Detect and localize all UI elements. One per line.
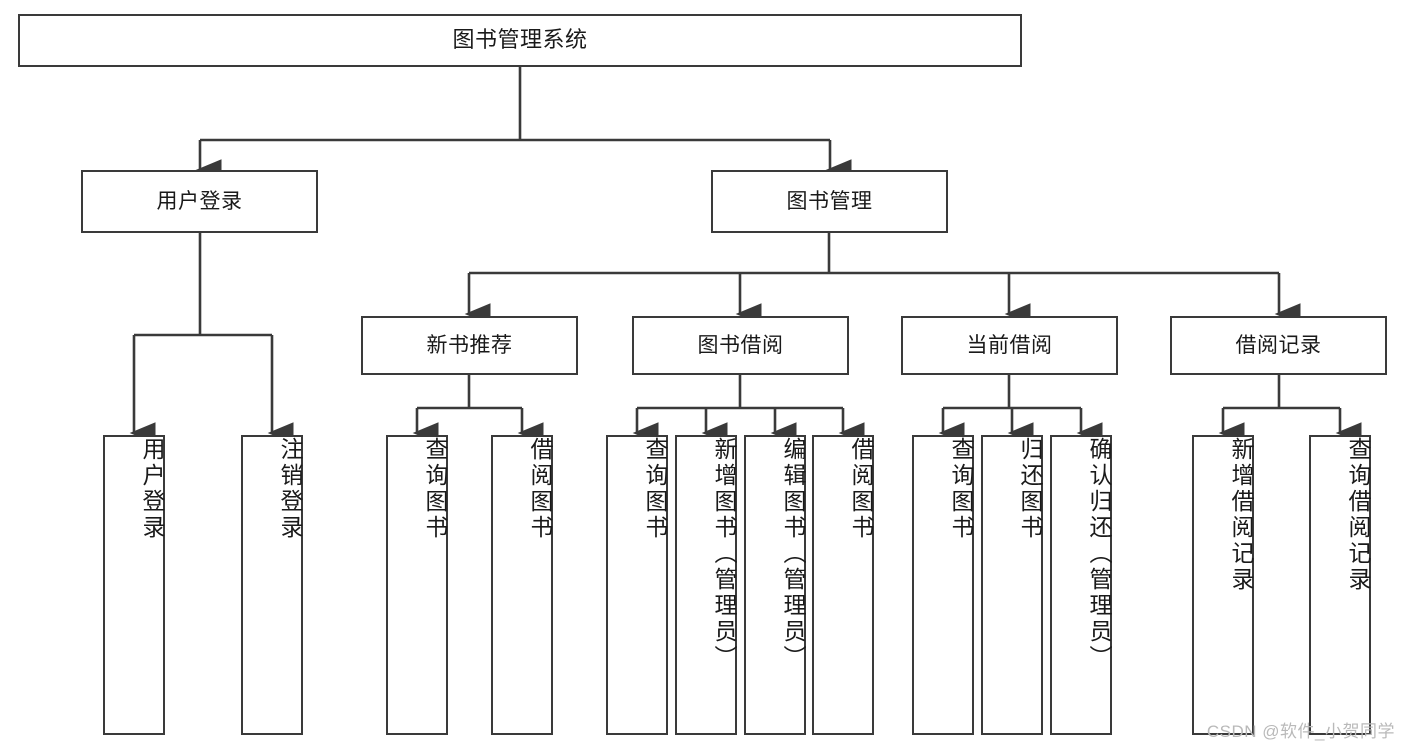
- node-label: 新增借阅记录: [1228, 437, 1254, 593]
- node-new-book-recommend[interactable]: 新书推荐: [361, 316, 578, 375]
- node-leaf-borrow-book-a[interactable]: 借阅图书: [491, 435, 553, 735]
- node-borrow-record[interactable]: 借阅记录: [1170, 316, 1387, 375]
- node-label: 查询借阅记录: [1345, 437, 1371, 593]
- node-label: 图书管理系统: [452, 27, 588, 53]
- node-label: 图书管理: [786, 189, 873, 213]
- node-label: 用户登录: [139, 437, 165, 541]
- node-leaf-add-record[interactable]: 新增借阅记录: [1192, 435, 1254, 735]
- watermark-text: CSDN @软件_小贺同学: [1206, 722, 1395, 741]
- node-book-manage[interactable]: 图书管理: [711, 170, 948, 233]
- node-leaf-logout[interactable]: 注销登录: [241, 435, 303, 735]
- node-label: 归还图书: [1017, 437, 1043, 541]
- node-label: 当前借阅: [966, 333, 1053, 357]
- node-label: 查询图书: [642, 437, 668, 541]
- node-leaf-query-book-b[interactable]: 查询图书: [606, 435, 668, 735]
- node-leaf-confirm-return[interactable]: 确认归还（管理员）: [1050, 435, 1112, 735]
- node-label: 借阅记录: [1235, 333, 1322, 357]
- node-label: 新增图书（管理员）: [711, 437, 737, 671]
- node-label: 确认归还（管理员）: [1086, 437, 1112, 671]
- node-label: 借阅图书: [527, 437, 553, 541]
- node-label: 图书借阅: [697, 333, 784, 357]
- node-leaf-user-login[interactable]: 用户登录: [103, 435, 165, 735]
- node-user-login[interactable]: 用户登录: [81, 170, 318, 233]
- node-label: 注销登录: [277, 437, 303, 541]
- node-label: 用户登录: [156, 189, 243, 213]
- node-leaf-edit-book[interactable]: 编辑图书（管理员）: [744, 435, 806, 735]
- node-label: 新书推荐: [426, 333, 513, 357]
- node-label: 编辑图书（管理员）: [780, 437, 806, 671]
- node-label: 查询图书: [422, 437, 448, 541]
- node-leaf-return-book[interactable]: 归还图书: [981, 435, 1043, 735]
- node-current-borrow[interactable]: 当前借阅: [901, 316, 1118, 375]
- node-label: 借阅图书: [848, 437, 874, 541]
- node-book-borrow[interactable]: 图书借阅: [632, 316, 849, 375]
- node-root-system[interactable]: 图书管理系统: [18, 14, 1022, 67]
- node-leaf-borrow-book-b[interactable]: 借阅图书: [812, 435, 874, 735]
- node-label: 查询图书: [948, 437, 974, 541]
- node-leaf-query-book-c[interactable]: 查询图书: [912, 435, 974, 735]
- node-leaf-query-record[interactable]: 查询借阅记录: [1309, 435, 1371, 735]
- node-leaf-query-book-a[interactable]: 查询图书: [386, 435, 448, 735]
- node-leaf-add-book[interactable]: 新增图书（管理员）: [675, 435, 737, 735]
